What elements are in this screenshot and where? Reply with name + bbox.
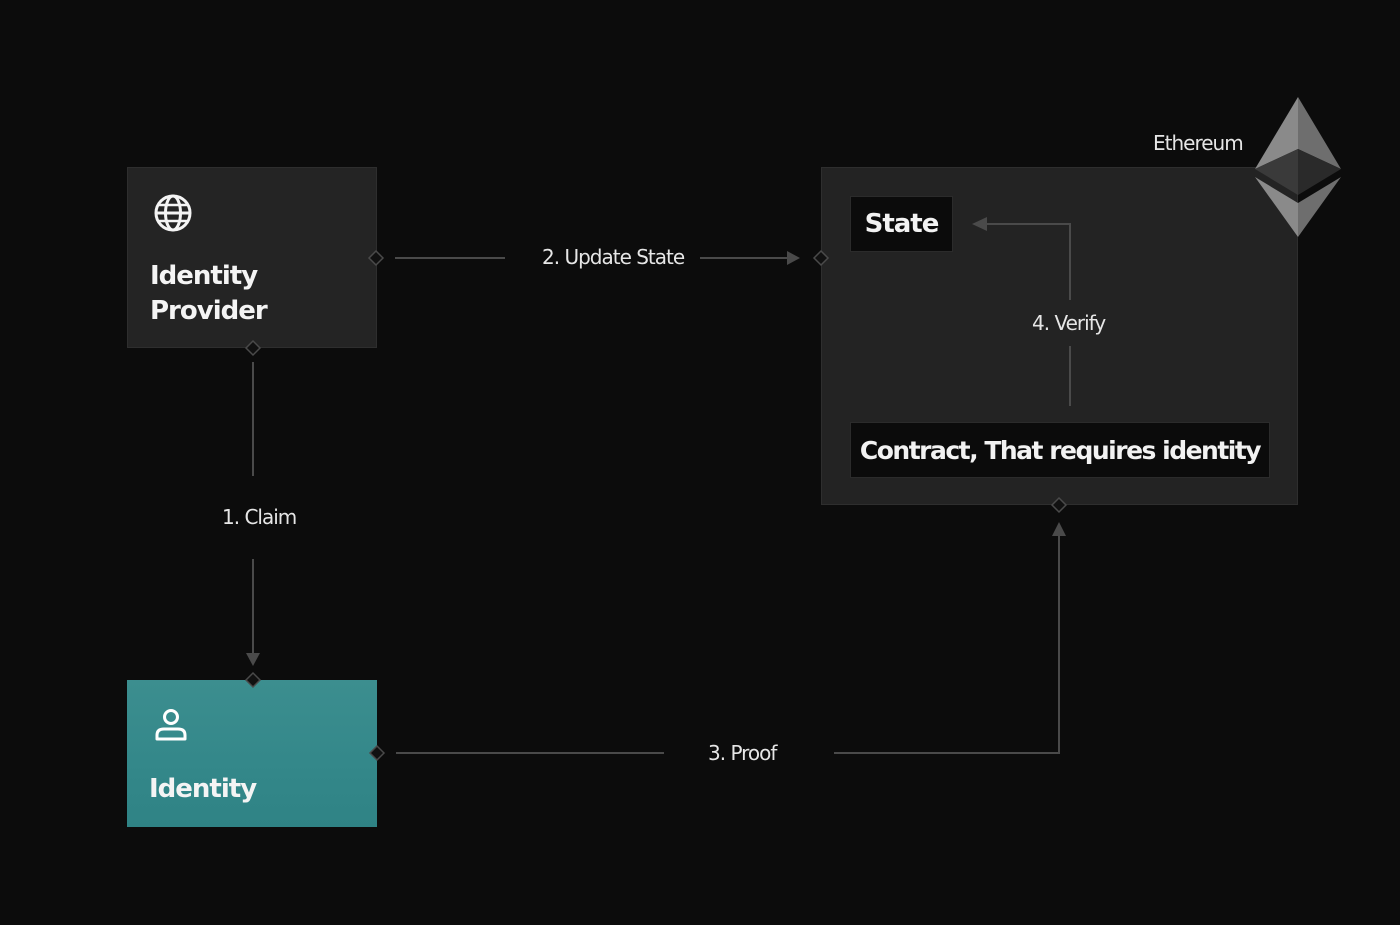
state-box[interactable]: State xyxy=(850,196,953,252)
ethereum-left-port xyxy=(812,249,830,267)
identity-top-port xyxy=(244,671,262,689)
proof-label: 3. Proof xyxy=(708,741,777,765)
identity-right-port xyxy=(368,744,386,762)
claim-label: 1. Claim xyxy=(222,505,297,529)
verify-label: 4. Verify xyxy=(1032,311,1106,335)
contract-box[interactable]: Contract, That requires identity xyxy=(850,422,1270,478)
identity-provider-title-line1: Identity xyxy=(150,261,258,291)
identity-title: Identity xyxy=(149,774,257,804)
provider-bottom-port xyxy=(244,339,262,357)
provider-right-port xyxy=(367,249,385,267)
globe-icon xyxy=(154,194,192,232)
update-state-arrowhead xyxy=(787,251,800,265)
update-state-label: 2. Update State xyxy=(542,245,685,269)
identity-provider-title-line2: Provider xyxy=(150,296,268,326)
person-icon xyxy=(155,709,187,741)
proof-connector-right xyxy=(834,534,1060,754)
verify-connector-upper xyxy=(985,223,1071,300)
ethereum-bottom-port xyxy=(1050,496,1068,514)
claim-arrowhead xyxy=(246,653,260,666)
ethereum-label: Ethereum xyxy=(1153,131,1244,155)
identity-provider-title: Identity Provider xyxy=(150,259,268,329)
verify-arrowhead xyxy=(972,217,987,231)
ethereum-logo-icon xyxy=(1255,97,1341,237)
proof-arrowhead xyxy=(1052,522,1066,536)
identity-node[interactable]: Identity xyxy=(127,680,377,827)
